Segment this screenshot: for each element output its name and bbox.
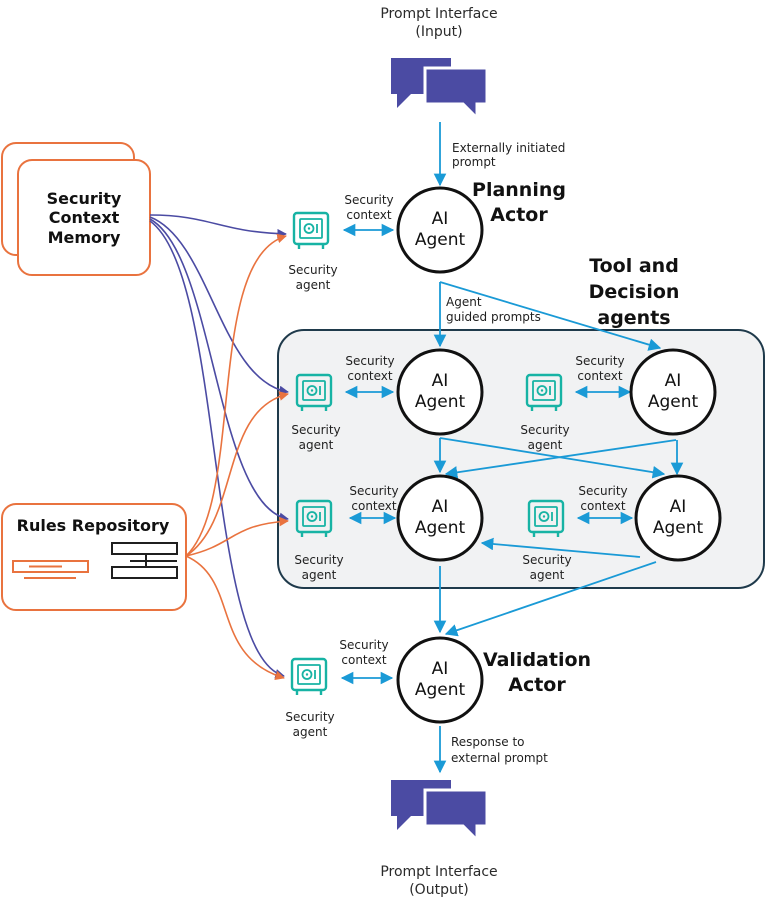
svg-text:Security: Security [291,423,340,437]
svg-text:context: context [346,208,392,222]
rules-repository-box: Rules Repository [1,503,187,611]
svg-text:Security: Security [344,193,393,207]
svg-text:Agent: Agent [415,518,466,538]
svg-text:Security: Security [345,354,394,368]
svg-text:Security: Security [339,638,388,652]
svg-text:AI: AI [432,497,449,517]
svg-text:agent: agent [530,568,565,582]
svg-text:Security: Security [349,484,398,498]
safe-vault-icon [290,657,328,697]
rules-stack-icon [12,542,178,579]
security-agent-tool-1: Security agent [291,373,341,452]
tool-decision-label-1: Tool and [589,255,679,277]
svg-text:Security: Security [294,553,343,567]
svg-text:agent: agent [302,568,337,582]
externally-initiated-label-1: Externally initiated [452,141,565,155]
rules-repository-label: Rules Repository [17,516,170,535]
externally-initiated-label-2: prompt [452,155,496,169]
ai-agent-tool-3: AI Agent [396,474,484,562]
svg-text:agent: agent [528,438,563,452]
ai-agent-validation: AI Agent [396,636,484,724]
memory-label-1: Security [47,189,122,208]
svg-text:Security: Security [578,484,627,498]
svg-text:Agent: Agent [415,680,466,700]
svg-text:AI: AI [665,371,682,391]
svg-text:Agent: Agent [415,392,466,412]
security-agent-validation: Security agent [285,657,335,739]
tool-decision-label-2: Decision [589,281,680,303]
agent-guided-label-1: Agent [446,295,482,309]
output-chat-bubbles-icon [389,778,489,842]
memory-links [149,214,289,679]
input-interface-sub: (Input) [415,24,462,40]
svg-text:agent: agent [299,438,334,452]
output-interface-title: Prompt Interface [380,864,497,880]
svg-text:context: context [341,653,387,667]
security-context-memory-box: Security Context Memory [1,142,151,276]
ai-agent-planning: AI Agent [396,186,484,274]
svg-text:Security: Security [520,423,569,437]
security-agent-tool-2: Security agent [520,373,570,452]
security-agent-tool-4: Security agent [522,499,572,582]
response-label-1: Response to [451,735,525,749]
svg-text:AI: AI [670,497,687,517]
tool-decision-label-3: agents [597,307,670,329]
svg-text:Security: Security [285,710,334,724]
svg-text:Agent: Agent [415,230,466,250]
security-agent-tool-3: Security agent [294,499,344,582]
safe-vault-icon [292,211,330,251]
svg-text:agent: agent [296,278,331,292]
input-chat-bubbles-icon [389,56,489,120]
svg-text:Security: Security [522,553,571,567]
svg-text:agent: agent [293,725,328,739]
planning-actor-label-1: Planning [472,179,566,201]
svg-text:Security: Security [288,263,337,277]
memory-label-2: Context [49,208,120,227]
svg-text:AI: AI [432,371,449,391]
svg-text:context: context [580,499,626,513]
svg-text:Agent: Agent [648,392,699,412]
security-context-labels: Security context Security context Securi… [339,193,627,667]
svg-text:context: context [347,369,393,383]
ai-agent-tool-2: AI Agent [629,348,717,436]
memory-label-3: Memory [48,228,121,247]
ai-agent-tool-1: AI Agent [396,348,484,436]
input-interface-title: Prompt Interface [380,6,497,22]
ai-agent-tool-4: AI Agent [634,474,722,562]
svg-text:AI: AI [432,659,449,679]
flow-arrows [340,122,684,774]
validation-actor-label-1: Validation [483,649,591,671]
svg-text:context: context [351,499,397,513]
planning-actor-label-2: Actor [490,204,548,226]
agent-guided-label-2: guided prompts [446,310,541,324]
svg-text:AI: AI [432,209,449,229]
security-agent-planning: Security agent [288,211,338,292]
svg-text:context: context [577,369,623,383]
validation-actor-label-2: Actor [508,674,566,696]
svg-text:Agent: Agent [653,518,704,538]
rules-links [185,233,289,681]
output-interface-sub: (Output) [409,882,469,898]
svg-text:Security: Security [575,354,624,368]
response-label-2: external prompt [451,751,548,765]
